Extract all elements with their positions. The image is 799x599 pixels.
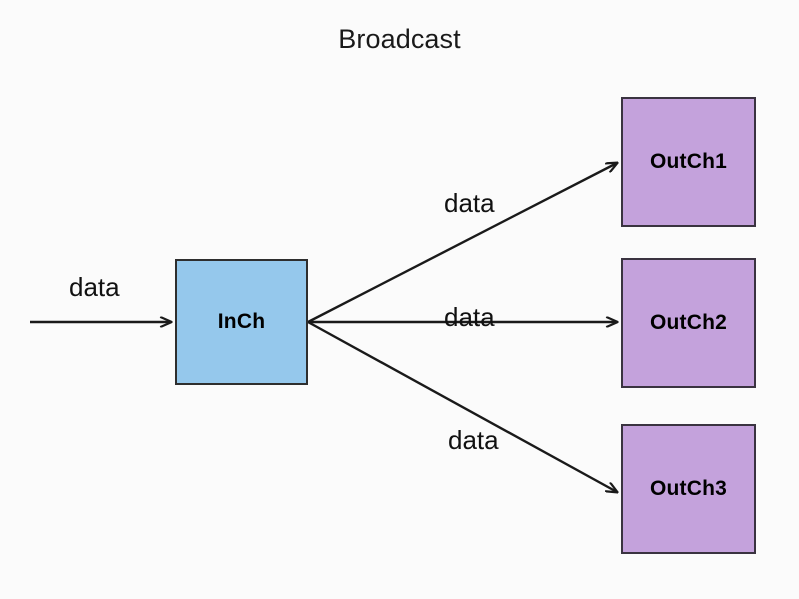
node-outch2[interactable]: OutCh2 (621, 258, 756, 388)
page-title: Broadcast (338, 24, 461, 54)
node-outch3[interactable]: OutCh3 (621, 424, 756, 554)
edge-top-line (307, 163, 617, 324)
node-outch3-label: OutCh3 (649, 477, 728, 500)
node-inch-label: InCh (217, 310, 266, 333)
edge-label-top: data (444, 188, 495, 218)
edge-label-middle: data (444, 302, 495, 332)
node-outch1[interactable]: OutCh1 (621, 97, 756, 227)
node-inch[interactable]: InCh (175, 259, 308, 385)
node-outch2-label: OutCh2 (649, 311, 728, 334)
edge-label-input: data (69, 272, 120, 302)
node-outch1-label: OutCh1 (649, 150, 728, 173)
edge-bottom-line (307, 320, 617, 492)
edge-label-bottom: data (448, 425, 499, 455)
